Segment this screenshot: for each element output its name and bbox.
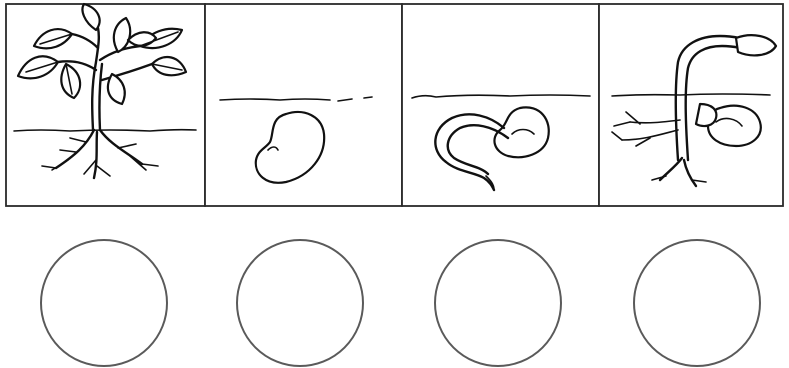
- answer-circles: [41, 240, 760, 366]
- panel-frame-3: [402, 4, 599, 206]
- answer-circle-1[interactable]: [41, 240, 167, 366]
- answer-circle-4[interactable]: [634, 240, 760, 366]
- answer-circle-2[interactable]: [237, 240, 363, 366]
- answer-circle-3[interactable]: [435, 240, 561, 366]
